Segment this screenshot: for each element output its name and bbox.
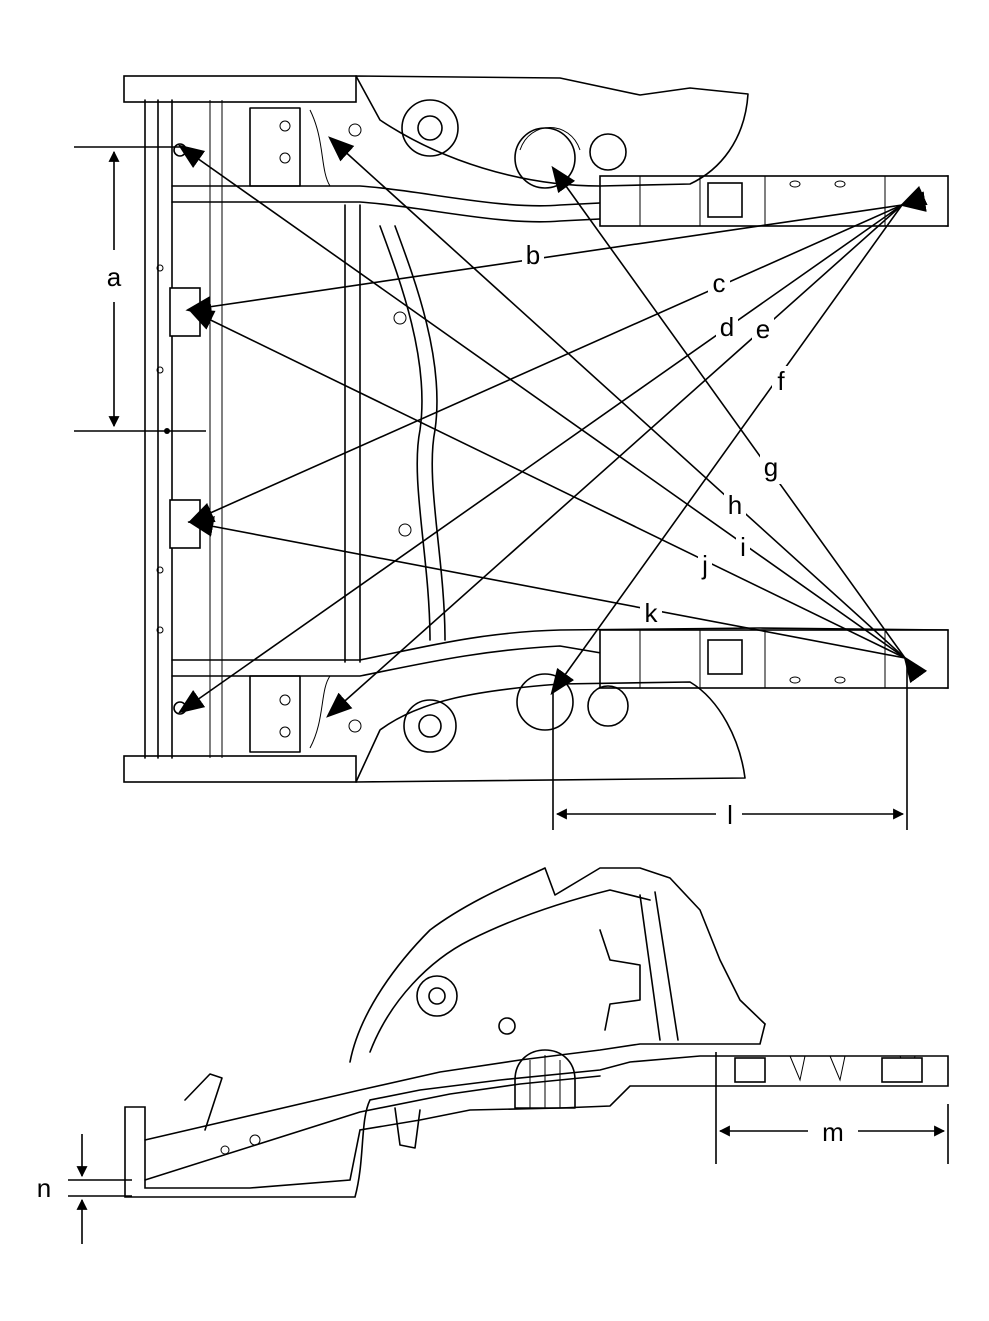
label-g: g bbox=[764, 452, 778, 482]
measure-line-b bbox=[185, 191, 927, 317]
label-l: l bbox=[727, 800, 733, 830]
label-e: e bbox=[756, 314, 770, 344]
dimension-labels: a b c d e f g h i j k l m n bbox=[37, 240, 856, 1203]
side-view-measurements bbox=[68, 1052, 949, 1244]
label-h: h bbox=[728, 490, 742, 520]
top-view-frame bbox=[123, 75, 949, 783]
side-view-frame bbox=[124, 867, 949, 1198]
label-i: i bbox=[740, 532, 746, 562]
label-a: a bbox=[107, 262, 122, 292]
label-j: j bbox=[701, 550, 708, 580]
label-n: n bbox=[37, 1173, 51, 1203]
label-b: b bbox=[526, 240, 540, 270]
label-k: k bbox=[645, 598, 659, 628]
top-view-measurements bbox=[74, 136, 928, 830]
label-c: c bbox=[713, 268, 726, 298]
label-f: f bbox=[777, 366, 785, 396]
measure-line-g bbox=[551, 165, 928, 684]
measure-line-c bbox=[187, 185, 928, 524]
label-d: d bbox=[720, 312, 734, 342]
measure-line-i bbox=[177, 144, 906, 659]
measure-line-h bbox=[328, 136, 906, 659]
measure-line-k bbox=[187, 516, 906, 659]
label-m: m bbox=[822, 1117, 844, 1147]
measure-line-j bbox=[187, 308, 906, 659]
